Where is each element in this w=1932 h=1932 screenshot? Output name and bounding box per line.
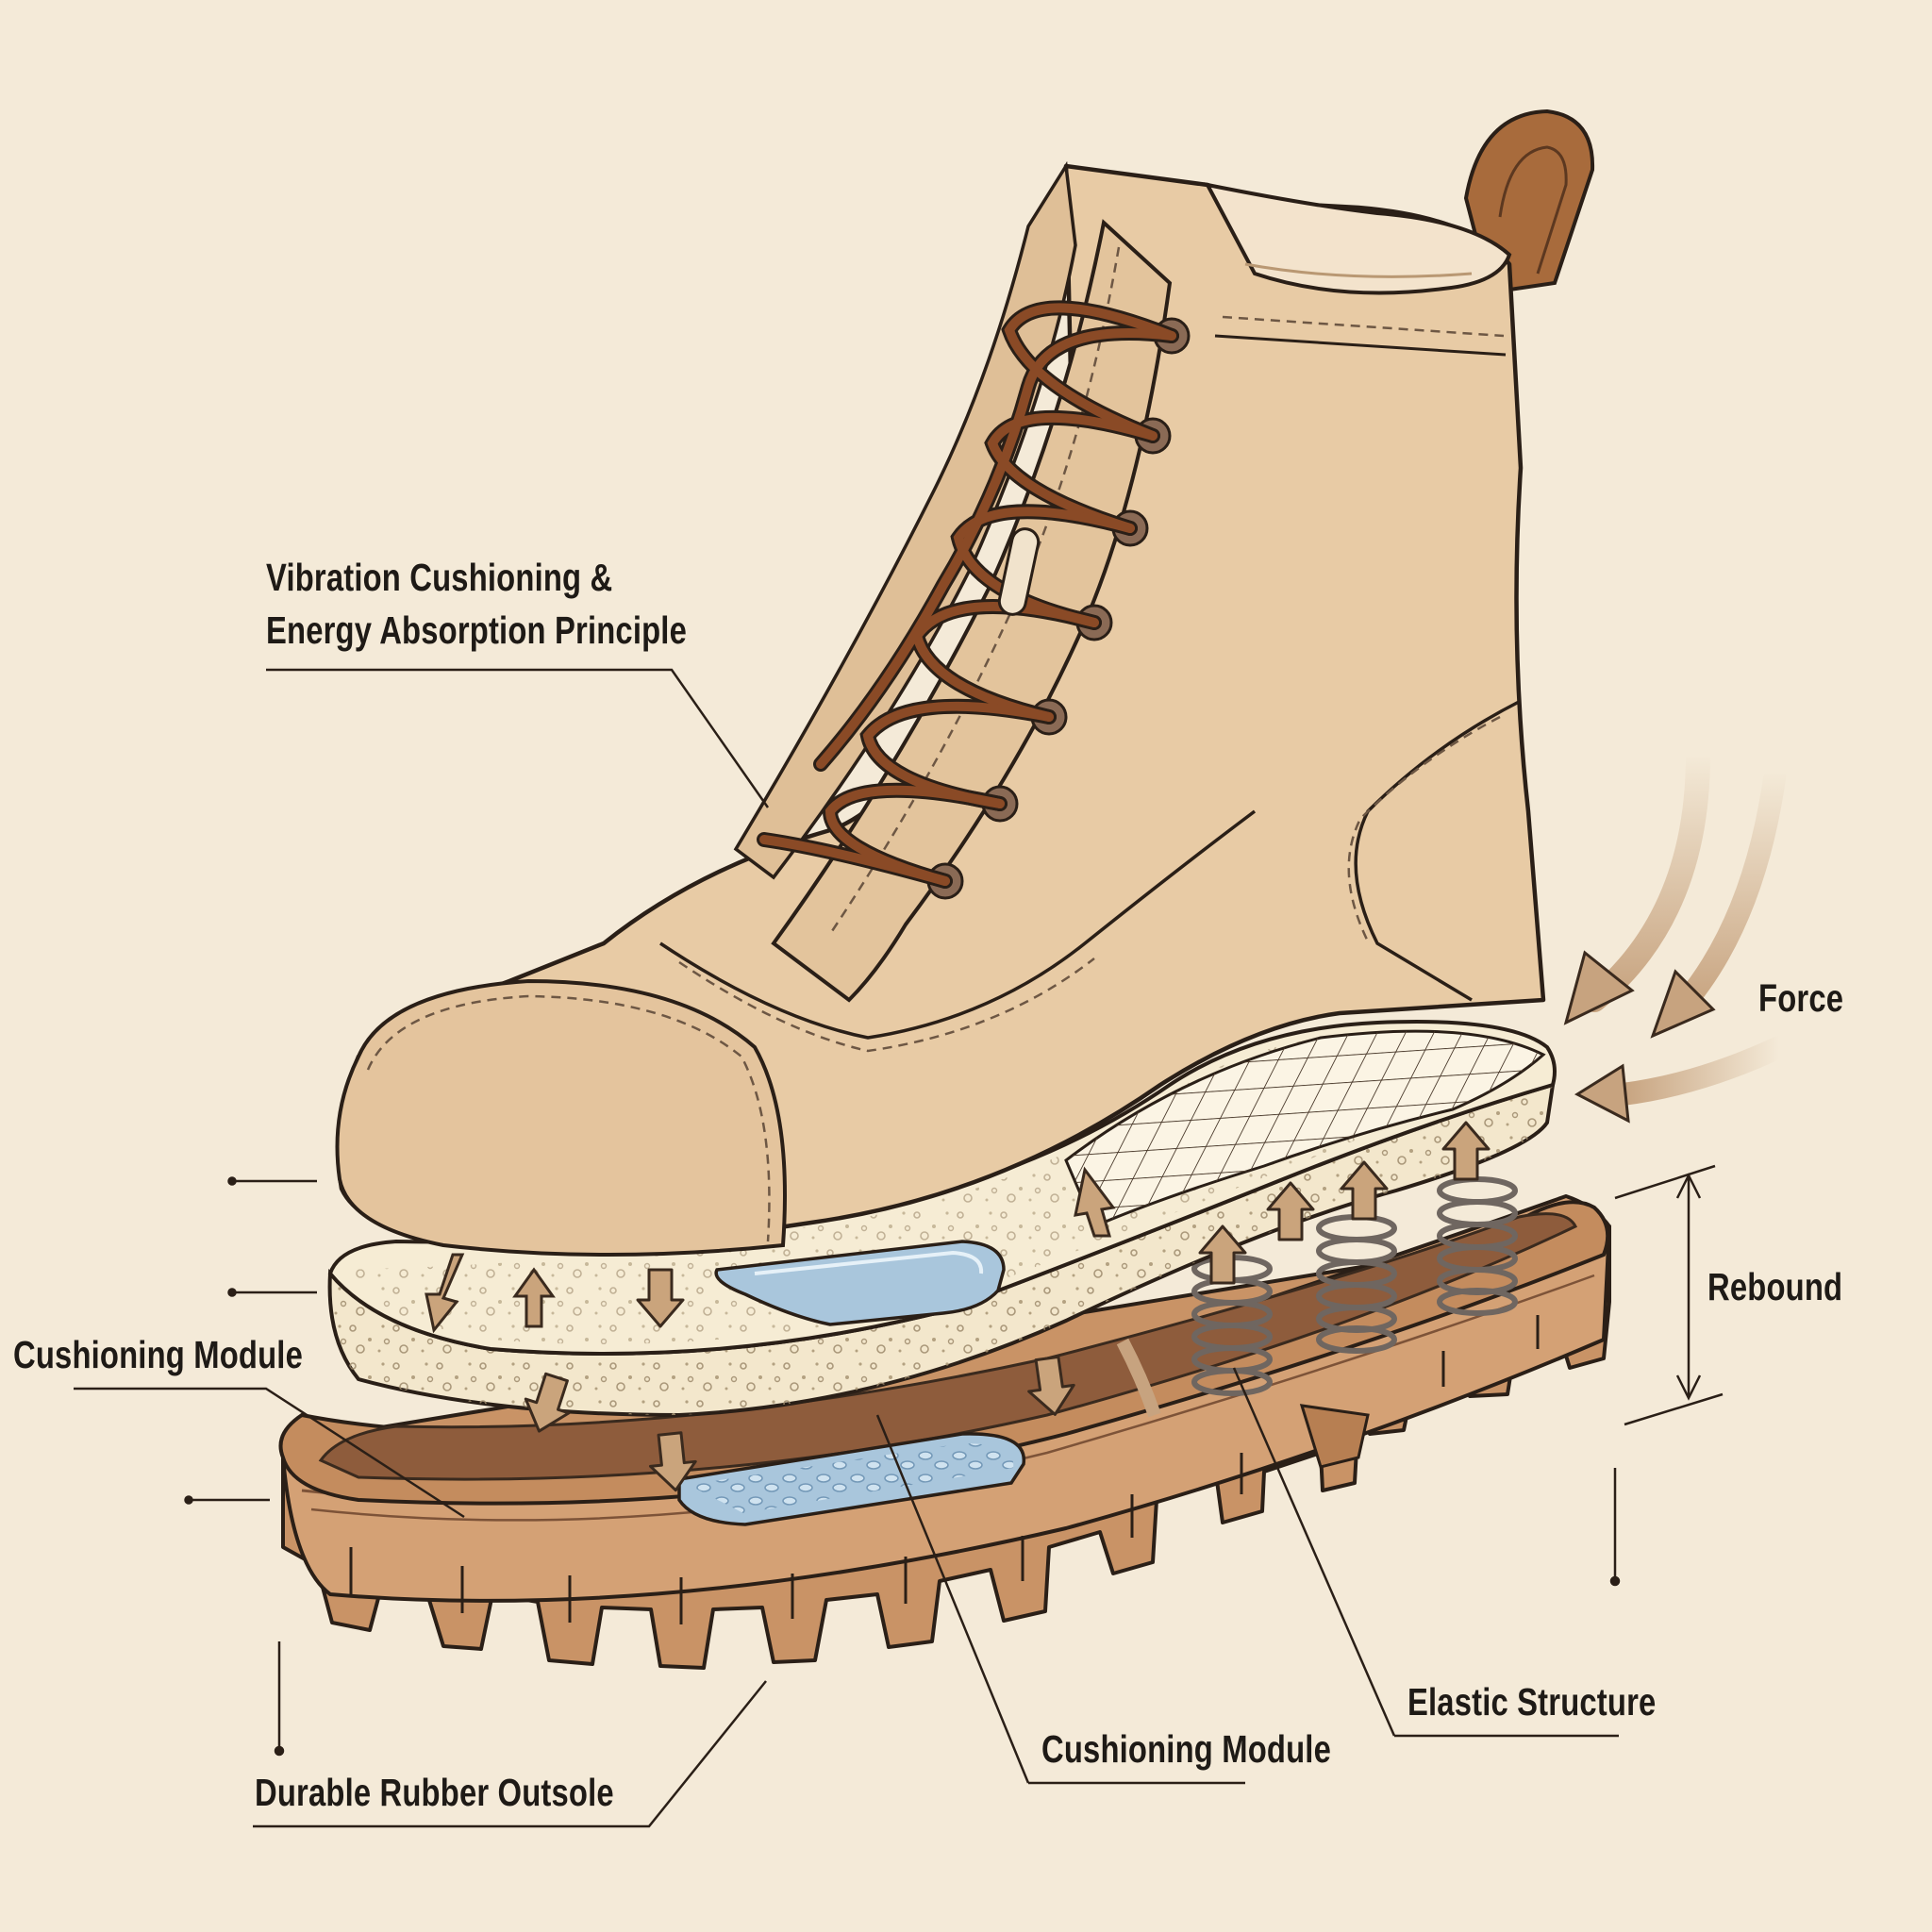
- foam-midsole: [327, 1020, 1557, 1418]
- diagram-title-line-2: Energy Absorption Principle: [266, 608, 687, 652]
- leader-lines: [74, 668, 1619, 1828]
- lower-gel-pad: [677, 1432, 1025, 1526]
- rebound-dimension: [1609, 1164, 1724, 1587]
- spring-coils: [1191, 1176, 1518, 1396]
- cushioning-module-label-bottom: Cushioning Module: [1041, 1727, 1331, 1771]
- outsole-label: Durable Rubber Outsole: [255, 1771, 614, 1814]
- compression-arrows: [425, 1166, 1161, 1494]
- elastic-structure-label: Elastic Structure: [1407, 1680, 1657, 1724]
- force-arrows: [1563, 742, 1790, 1124]
- diagram-title-line-1: Vibration Cushioning &: [266, 556, 613, 599]
- force-label: Force: [1758, 976, 1844, 1020]
- boot-laces: [757, 300, 1179, 889]
- rebound-label: Rebound: [1707, 1265, 1843, 1308]
- cushioning-module-label-left: Cushioning Module: [13, 1333, 303, 1376]
- diagram-title: Vibration Cushioning & Energy Absorption…: [266, 551, 687, 657]
